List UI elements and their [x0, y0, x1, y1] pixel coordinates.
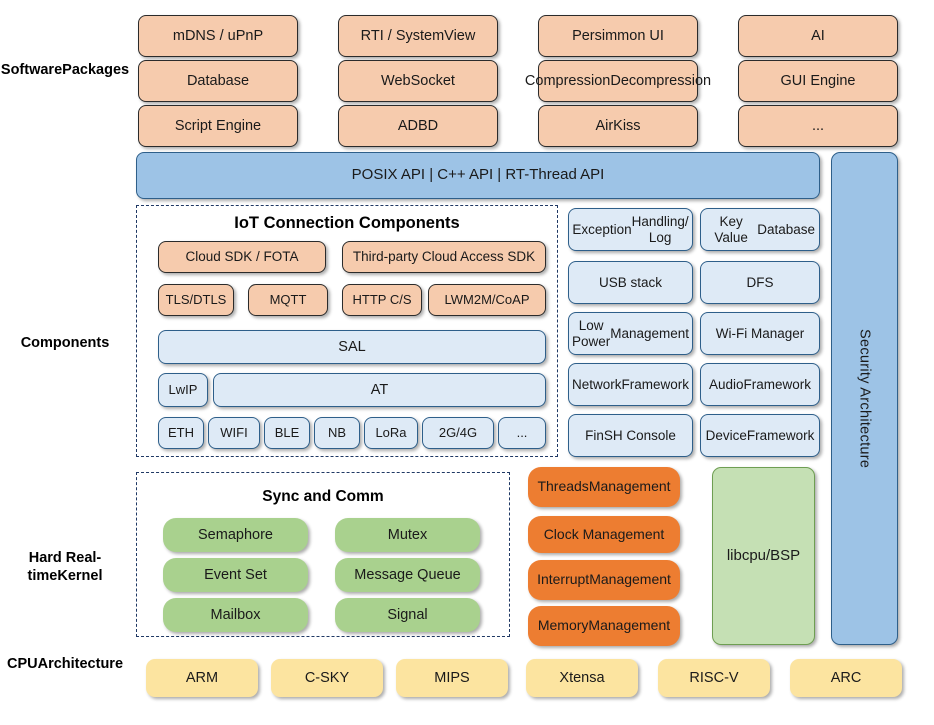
iot-protocol-box[interactable]: LWM2M/CoAP: [428, 284, 546, 316]
iot-link-box[interactable]: NB: [314, 417, 360, 449]
cpu-arch-box[interactable]: ARM: [146, 659, 258, 697]
component-box[interactable]: Wi-Fi Manager: [700, 312, 820, 355]
package-box[interactable]: mDNS / uPnP: [138, 15, 298, 57]
component-box[interactable]: USB stack: [568, 261, 693, 304]
cpu-arch-box[interactable]: RISC-V: [658, 659, 770, 697]
package-box[interactable]: ...: [738, 105, 898, 147]
package-box[interactable]: GUI Engine: [738, 60, 898, 102]
iot-link-box[interactable]: BLE: [264, 417, 310, 449]
libcpu-bsp-box[interactable]: libcpu/BSP: [712, 467, 815, 645]
iot-sal-box[interactable]: SAL: [158, 330, 546, 364]
sync-item-box[interactable]: Event Set: [163, 558, 308, 592]
iot-protocol-box[interactable]: MQTT: [248, 284, 328, 316]
row-label-cpu-architecture: CPUArchitecture: [6, 656, 124, 672]
package-box[interactable]: AI: [738, 15, 898, 57]
package-box[interactable]: Persimmon UI: [538, 15, 698, 57]
cpu-arch-box[interactable]: Xtensa: [526, 659, 638, 697]
cpu-arch-box[interactable]: MIPS: [396, 659, 508, 697]
package-box[interactable]: Database: [138, 60, 298, 102]
sync-and-comm-title: Sync and Comm: [262, 488, 384, 505]
row-label-software-packages: SoftwarePackages: [0, 62, 130, 78]
sync-item-box[interactable]: Signal: [335, 598, 480, 632]
sync-item-box[interactable]: Mailbox: [163, 598, 308, 632]
api-bar[interactable]: POSIX API | C++ API | RT-Thread API: [136, 152, 820, 199]
sync-item-box[interactable]: Semaphore: [163, 518, 308, 552]
row-label-hard-real-time-kernel: Hard Real-timeKernel: [27, 550, 103, 584]
package-box[interactable]: AirKiss: [538, 105, 698, 147]
sync-and-comm-frame: [136, 472, 510, 637]
sync-item-box[interactable]: Message Queue: [335, 558, 480, 592]
security-architecture-label: Security Architecture: [856, 328, 873, 469]
kernel-management-box[interactable]: Clock Management: [528, 516, 680, 553]
package-box[interactable]: RTI / SystemView: [338, 15, 498, 57]
iot-link-box[interactable]: ...: [498, 417, 546, 449]
security-architecture-bar[interactable]: Security Architecture: [831, 152, 898, 645]
package-box[interactable]: Script Engine: [138, 105, 298, 147]
iot-connection-frame: [136, 205, 558, 457]
package-box[interactable]: ADBD: [338, 105, 498, 147]
iot-sdk-box[interactable]: Third-party Cloud Access SDK: [342, 241, 546, 273]
iot-connection-title: IoT Connection Components: [234, 214, 460, 232]
component-box[interactable]: DFS: [700, 261, 820, 304]
iot-link-box[interactable]: WIFI: [208, 417, 260, 449]
cpu-arch-box[interactable]: C-SKY: [271, 659, 383, 697]
component-box[interactable]: FinSH Console: [568, 414, 693, 457]
sync-item-box[interactable]: Mutex: [335, 518, 480, 552]
iot-sdk-box[interactable]: Cloud SDK / FOTA: [158, 241, 326, 273]
iot-protocol-box[interactable]: HTTP C/S: [342, 284, 422, 316]
iot-protocol-box[interactable]: TLS/DTLS: [158, 284, 234, 316]
row-label-components: Components: [20, 335, 110, 351]
iot-link-box[interactable]: 2G/4G: [422, 417, 494, 449]
iot-lwip-box[interactable]: LwIP: [158, 373, 208, 407]
iot-at-box[interactable]: AT: [213, 373, 546, 407]
cpu-arch-box[interactable]: ARC: [790, 659, 902, 697]
iot-link-box[interactable]: ETH: [158, 417, 204, 449]
iot-link-box[interactable]: LoRa: [364, 417, 418, 449]
package-box[interactable]: WebSocket: [338, 60, 498, 102]
